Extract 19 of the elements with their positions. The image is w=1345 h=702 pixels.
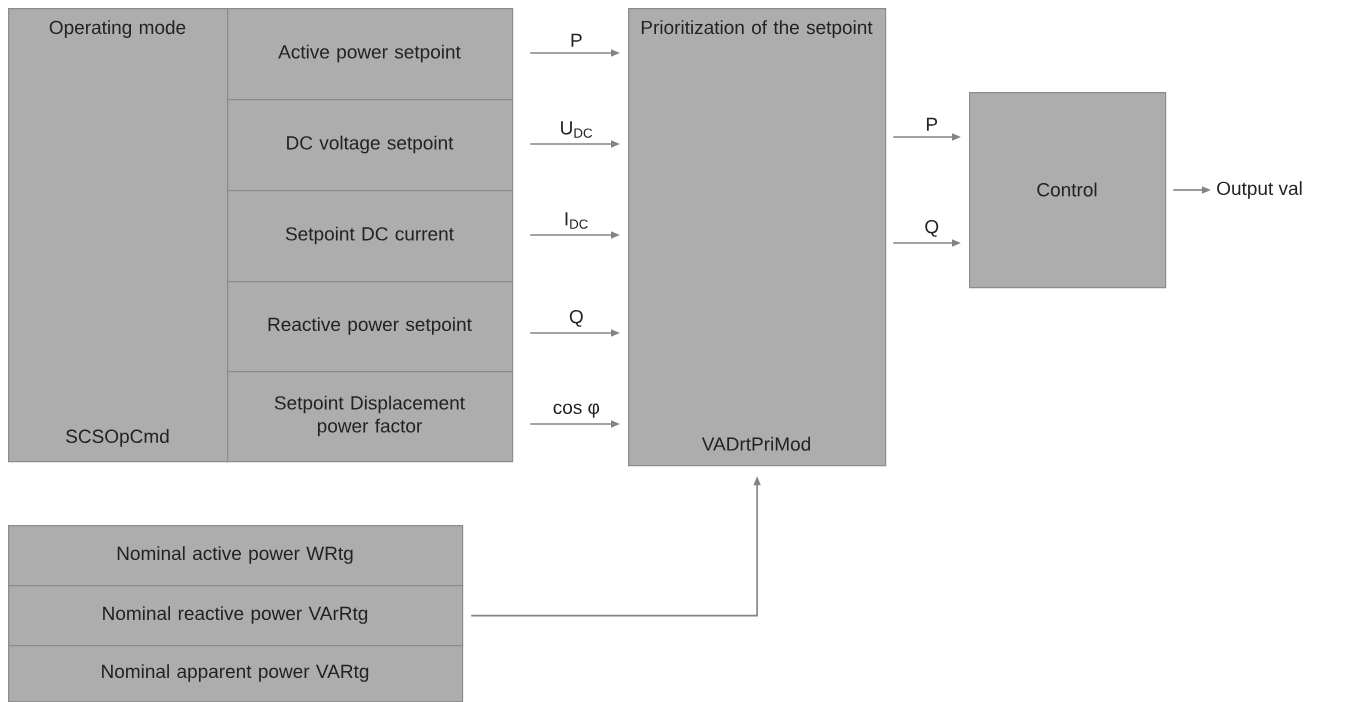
block-box: Setpoint Displacement power factor [227,371,514,463]
block-box: DC voltage setpoint [227,99,514,192]
edge-label: P [926,117,938,131]
edge-label: P [571,33,582,47]
block-box: Nominal apparent power VARtg [8,645,464,702]
block-box: Prioritization of the setpoint VADrtPriMod [628,8,887,467]
block-box: Nominal reactive power VArRtg [8,585,464,647]
block-box: Active power setpoint [227,8,514,101]
block-box: Operating mode SCSOpCmd [8,8,229,463]
edge-label: Q [569,309,583,327]
block-box: Nominal active power WRtg [8,525,464,587]
output-label: Output val [1217,181,1302,199]
edge-label: U$_{DC}$ [561,121,593,138]
block-box: Control [969,92,1167,289]
edge-label: I$_{DC}$ [565,212,588,229]
edge-label: cos φ [553,403,600,418]
block-box: Reactive power setpoint [227,281,514,373]
edge-label: Q [925,219,939,237]
block-box: Setpoint DC current [227,190,514,283]
